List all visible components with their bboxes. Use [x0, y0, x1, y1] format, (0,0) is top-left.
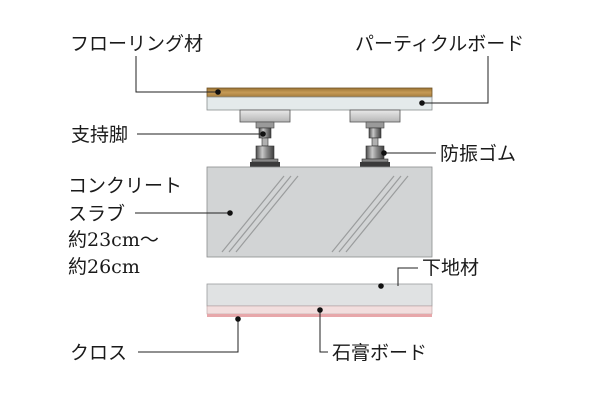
label-vibration-rubber: 防振ゴム	[440, 143, 516, 165]
leader-lines	[135, 56, 489, 353]
leader-base-material	[397, 267, 418, 286]
label-particle-board: パーティクルボード	[355, 33, 524, 55]
leader-dots	[215, 89, 425, 322]
concrete-slab	[206, 166, 433, 258]
flooring-layer	[206, 87, 433, 98]
label-concrete-line1: コンクリート	[68, 175, 182, 197]
label-concrete-line3: 約23cm～	[68, 229, 159, 251]
leader-gypsum-board	[319, 310, 328, 353]
leader-flooring	[135, 56, 218, 93]
label-gypsum-board: 石膏ボード	[332, 341, 427, 364]
base-material-layer	[206, 283, 433, 307]
label-base-material: 下地材	[422, 257, 479, 279]
particle-board-layer	[206, 96, 433, 111]
label-flooring: フローリング材	[70, 33, 203, 55]
label-cloth: クロス	[70, 342, 127, 364]
label-support-leg: 支持脚	[71, 124, 128, 146]
leader-cloth	[138, 319, 239, 353]
leader-particle-board	[422, 56, 489, 104]
support-leg-right	[349, 109, 401, 167]
label-concrete-line4: 約26cm	[68, 256, 140, 278]
support-leg-left	[239, 109, 291, 167]
concrete-hatch-left	[221, 175, 299, 253]
label-concrete-line2: スラブ	[68, 202, 125, 225]
concrete-hatch-right	[331, 175, 409, 253]
